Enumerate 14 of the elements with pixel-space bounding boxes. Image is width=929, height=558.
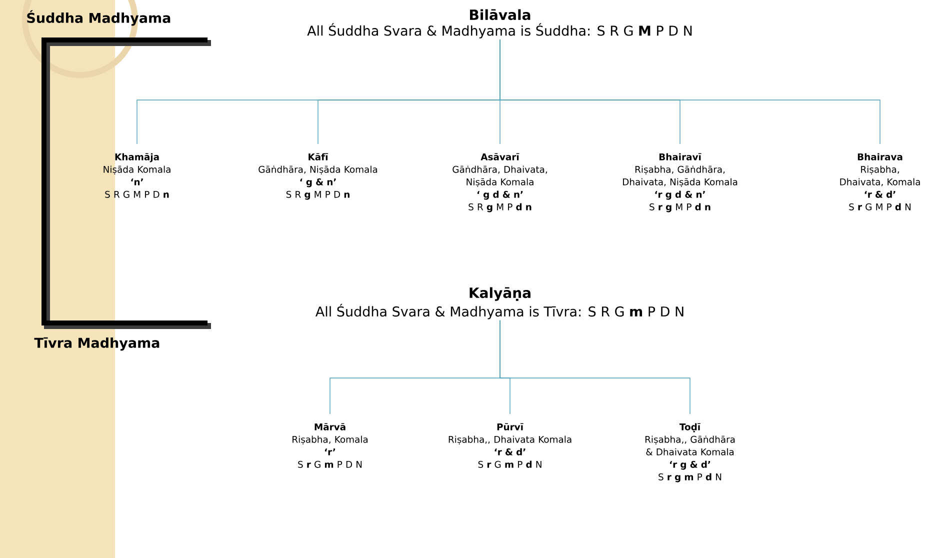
raga-entry: Bhairava Riṣabha, Dhaivata, Komala ‘r & d’ S r G M P d N (840, 153, 920, 210)
raga-entry: Khamāja Niṣāda Komala ‘n’ S R G M P D n (104, 153, 170, 198)
bracket-label: Tīvra Madhyama (34, 337, 160, 351)
tree-connector (500, 39, 880, 144)
heading-text: Kalyāṇa All Śuddha Svara & Madhyama is Tīvra: S R G m P D N (316, 287, 684, 320)
raga-entry: Pūrvī Riṣabha,, Dhaivata Komala ‘r & d’ S r G m P d N (448, 423, 572, 468)
raga-entry: Kāfī Gāṅdhāra, Niṣāda Komala ‘ g & n’ S R g M P D n (258, 153, 378, 200)
raga-entry: Toḍī Riṣabha,, Gāṅdhāra & Dhaivata Komala ‘r g & d’ S r g m P d N (645, 423, 735, 482)
raga-entry: Bhairavī Riṣabha, Gāṅdhāra, Dhaivata, Niṣāda Komala ‘r g d & n’ S r g M P d n (623, 153, 738, 212)
raga-entry: Mārvā Riṣabha, Komala ‘r’ S r G m P D N (292, 423, 368, 468)
bracket-label: Śuddha Madhyama (27, 10, 170, 26)
heading-text: Bilāvala All Śuddha Svara & Madhyama is Śuddha: S R G M P D N (307, 9, 692, 38)
raga-entry: Asāvarī Gāṅdhāra, Dhaivata, Niṣāda Komala ‘ g d & n’ S R g M P d n (452, 153, 547, 212)
tree-connector (500, 320, 690, 414)
